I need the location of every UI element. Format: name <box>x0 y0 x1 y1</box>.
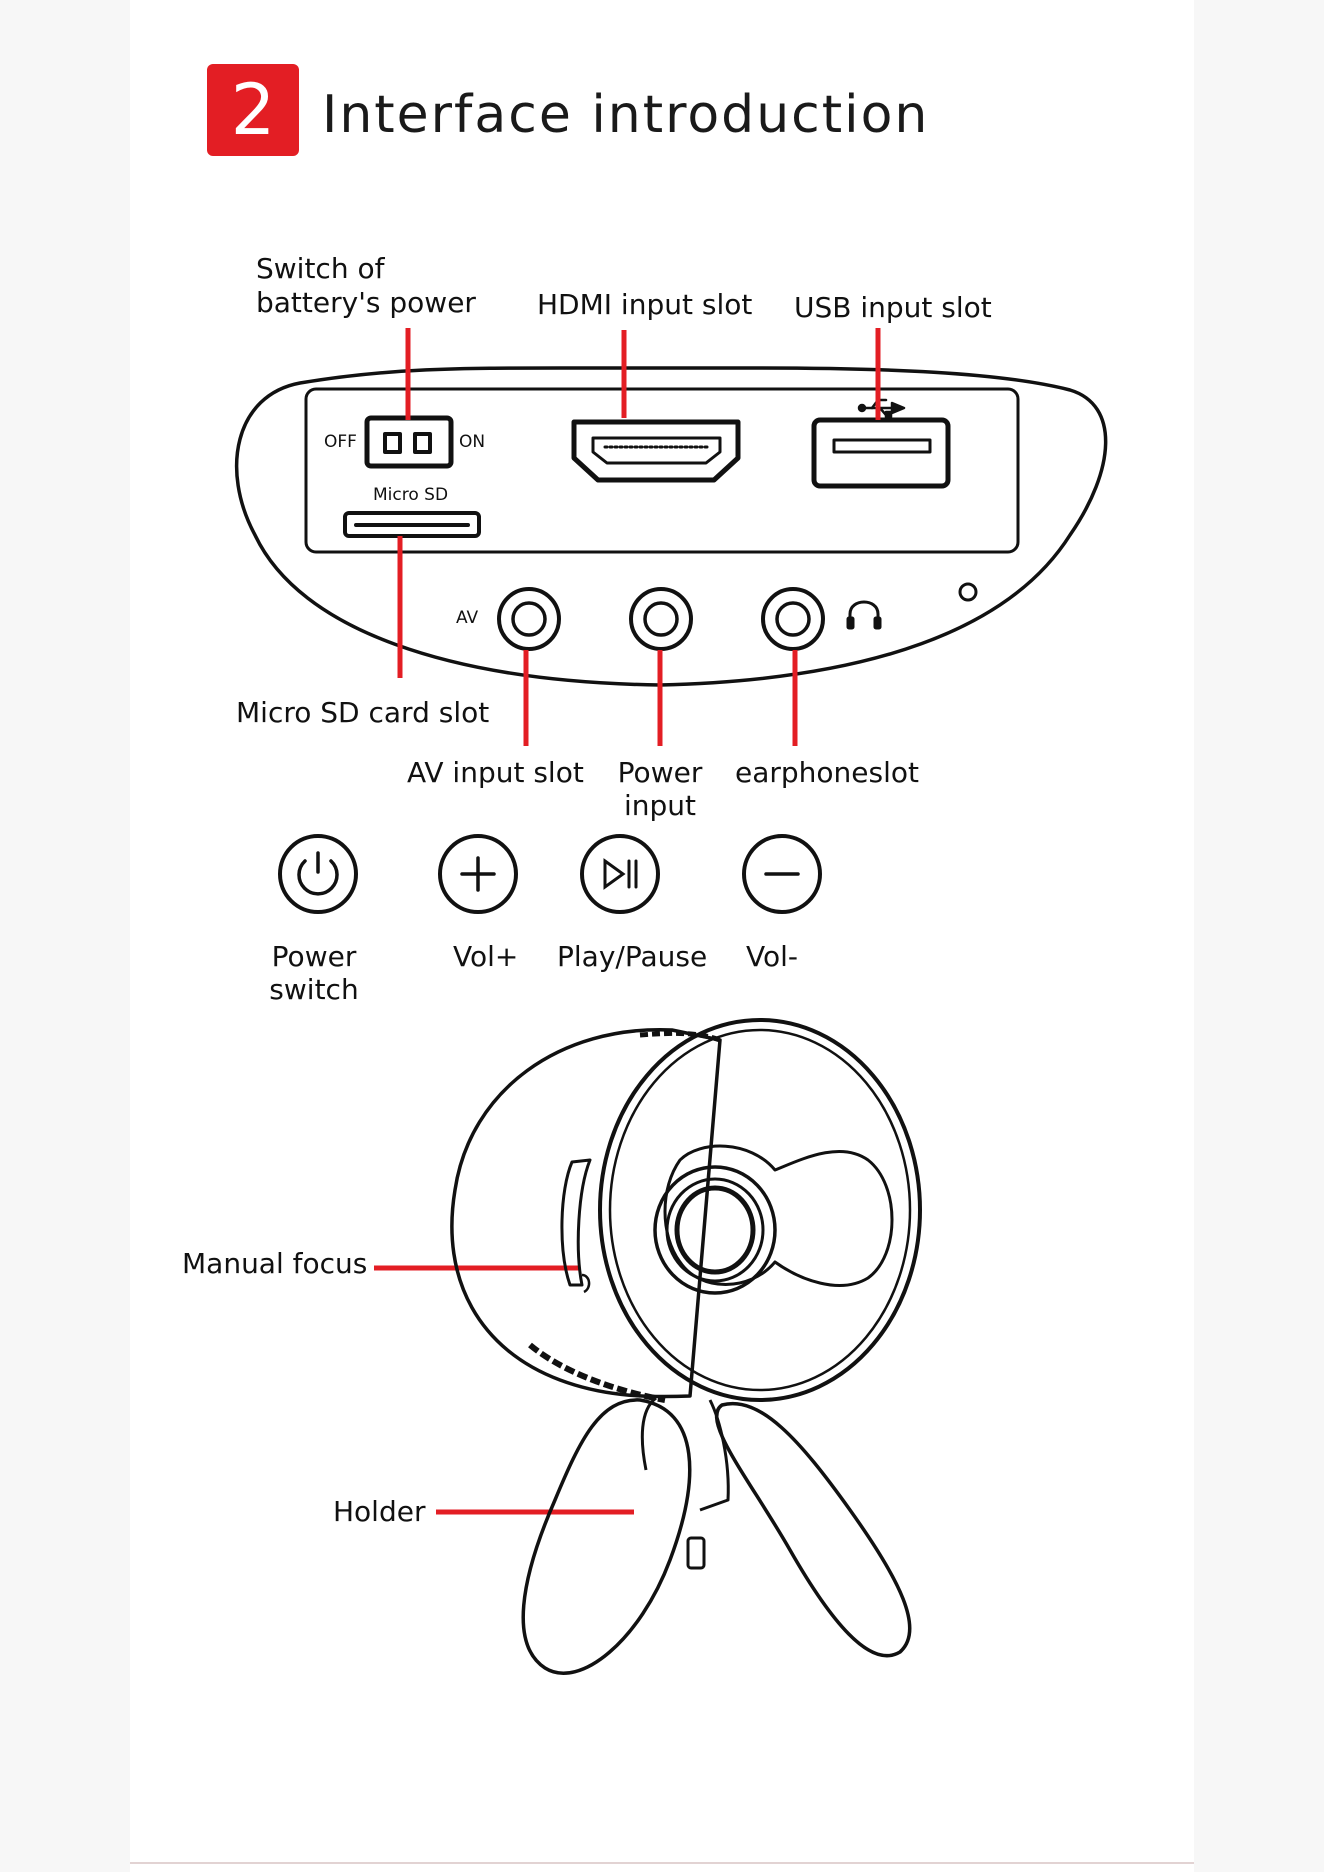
micro-sd-label: Micro SD <box>373 485 448 505</box>
mount <box>700 1400 728 1510</box>
inner-panel <box>306 389 1018 552</box>
power-jack <box>631 589 691 649</box>
earphone-label: earphoneslot <box>735 756 919 790</box>
hdmi-port <box>574 422 738 480</box>
earphone-jack <box>763 589 823 649</box>
lens-inner <box>677 1188 753 1272</box>
tripod-leg-right <box>717 1404 910 1656</box>
usb-icon <box>859 400 904 417</box>
vol-up-icon <box>440 836 516 912</box>
power-switch-label-line2: switch <box>258 973 370 1007</box>
battery-switch-label-line2: battery's power <box>256 286 476 320</box>
manual-focus-label: Manual focus <box>182 1247 367 1281</box>
power-input-label-line2: input <box>605 789 715 823</box>
micro-sd-slot-label: Micro SD card slot <box>236 696 489 730</box>
power-switch-label-line1: Power <box>258 940 370 974</box>
play-pause-icon <box>582 836 658 912</box>
battery-switch <box>367 418 451 466</box>
play-pause-label: Play/Pause <box>557 940 707 974</box>
projector-drawing <box>452 1020 920 1673</box>
callout-lines <box>374 328 878 1512</box>
hdmi-label: HDMI input slot <box>537 288 752 322</box>
indicator-hole <box>960 584 976 600</box>
vol-down-label: Vol- <box>746 940 798 974</box>
lens-housing <box>665 1146 892 1285</box>
usb-label: USB input slot <box>794 291 992 325</box>
vol-up-label: Vol+ <box>453 940 518 974</box>
power-input-label-line1: Power <box>605 756 715 790</box>
switch-off-label: OFF <box>324 432 357 452</box>
holder-label: Holder <box>333 1495 425 1529</box>
power-icon <box>280 836 356 912</box>
av-label: AV <box>456 608 478 628</box>
tripod-leg-left <box>523 1400 689 1673</box>
av-jack <box>499 589 559 649</box>
battery-switch-label-line1: Switch of <box>256 252 384 286</box>
switch-on-label: ON <box>459 432 485 452</box>
vol-down-icon <box>744 836 820 912</box>
av-input-label: AV input slot <box>407 756 584 790</box>
